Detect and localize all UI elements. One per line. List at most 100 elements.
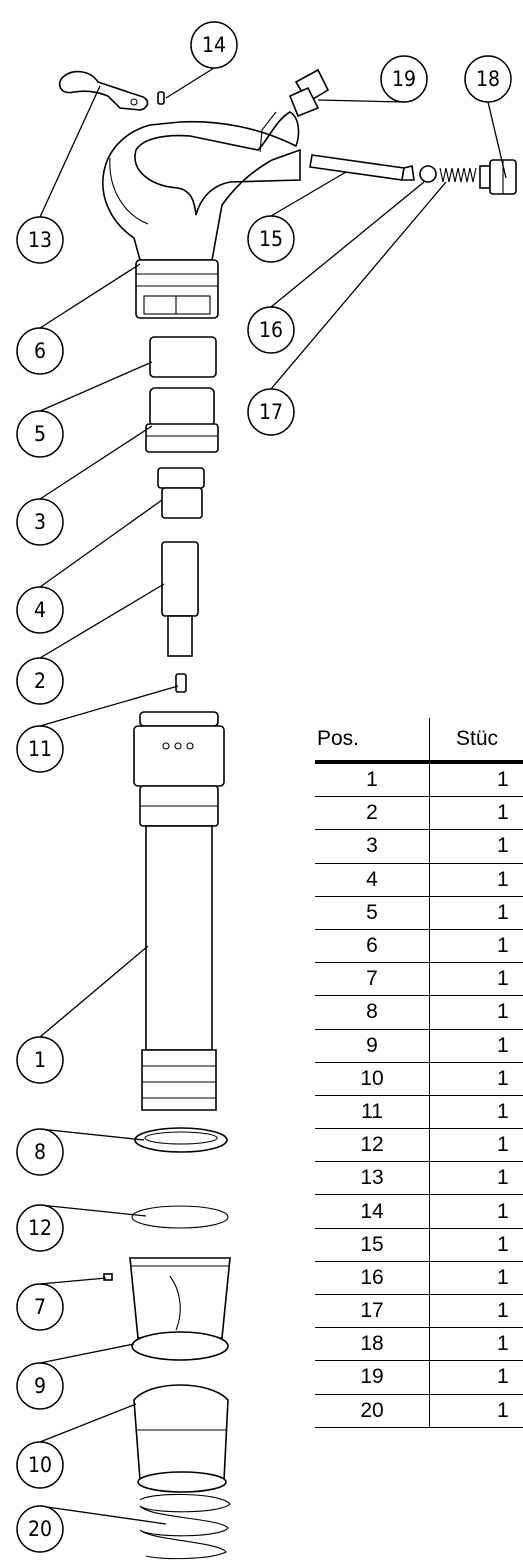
callout-circle <box>16 216 64 264</box>
callout-label: 1 <box>34 1048 46 1072</box>
part-8-ring <box>134 1127 228 1153</box>
callout-20: 20 <box>16 1505 64 1553</box>
callout-label: 20 <box>28 1517 52 1541</box>
cell-quantity: 1 <box>497 1000 509 1024</box>
part-2-piston <box>161 541 199 657</box>
part-6-handle <box>102 111 301 319</box>
callout-18: 18 <box>464 55 512 103</box>
callout-9: 9 <box>16 1362 64 1410</box>
callout-label: 5 <box>34 422 46 446</box>
callout-label: 7 <box>34 1295 46 1319</box>
callout-label: 15 <box>259 227 283 251</box>
part-20-spring <box>139 1493 231 1560</box>
cell-pos: 7 <box>315 962 430 996</box>
cell-pos: 4 <box>315 863 430 897</box>
table-header-row: Pos. Stüc <box>315 718 523 762</box>
cell-quantity: 1 <box>497 867 509 891</box>
callout-label: 12 <box>28 1216 52 1240</box>
callout-17: 17 <box>247 388 295 436</box>
cell-pos: 3 <box>315 829 430 864</box>
part-10-sleeve <box>133 1384 229 1493</box>
cell-quantity: 1 <box>497 1133 509 1157</box>
callout-14: 14 <box>190 21 238 69</box>
table-row: 14 1 <box>315 1194 523 1229</box>
callout-circle <box>464 55 512 103</box>
callout-circle <box>16 1128 64 1176</box>
callout-1: 1 <box>16 1036 64 1084</box>
cell-pos: 14 <box>315 1194 430 1229</box>
table-row: 12 1 <box>315 1128 523 1162</box>
cell-pos: 1 <box>315 762 430 797</box>
cell-quantity: 1 <box>497 934 509 958</box>
callout-19: 19 <box>380 55 428 103</box>
cell-quantity: 1 <box>497 1299 509 1323</box>
callout-circle <box>16 327 64 375</box>
part-3-valve-body <box>145 387 219 453</box>
part-12-o-ring <box>131 1205 229 1229</box>
cell-quantity: 1 <box>497 1199 509 1223</box>
cell-pos: 9 <box>315 1029 430 1063</box>
callout-circle <box>16 1441 64 1489</box>
callout-12: 12 <box>16 1204 64 1252</box>
callout-label: 19 <box>392 67 416 91</box>
leader-lines <box>39 67 507 1525</box>
part-18-plug <box>479 159 517 195</box>
callout-circle <box>247 306 295 354</box>
part-15-valve-stem <box>309 154 415 181</box>
cell-pos: 16 <box>315 1261 430 1295</box>
callout-circle <box>16 1362 64 1410</box>
cell-quantity: 1 <box>497 1265 509 1289</box>
part-4-valve <box>157 467 205 519</box>
callout-2: 2 <box>16 657 64 705</box>
cell-pos: 2 <box>315 796 430 830</box>
cell-quantity: 1 <box>497 768 509 792</box>
callout-16: 16 <box>247 306 295 354</box>
callout-label: 14 <box>202 33 226 57</box>
callout-circle <box>16 1283 64 1331</box>
part-1-cylinder <box>133 711 225 1111</box>
callout-10: 10 <box>16 1441 64 1489</box>
callout-label: 13 <box>28 228 52 252</box>
table-row: 16 1 <box>315 1261 523 1295</box>
part-5-bushing <box>149 336 217 378</box>
part-11-pin <box>175 673 187 693</box>
callout-label: 11 <box>28 737 52 761</box>
cell-quantity: 1 <box>497 900 509 924</box>
cell-pos: 5 <box>315 896 430 930</box>
callout-4: 4 <box>16 586 64 634</box>
cell-quantity: 1 <box>497 1166 509 1190</box>
callout-circle <box>16 1505 64 1553</box>
callout-circle <box>247 215 295 263</box>
cell-quantity: 1 <box>497 967 509 991</box>
callout-13: 13 <box>16 216 64 264</box>
callout-label: 4 <box>34 598 46 622</box>
cell-pos: 20 <box>315 1394 430 1428</box>
callout-circle <box>16 498 64 546</box>
callout-circle <box>16 1036 64 1084</box>
cell-quantity: 1 <box>497 1033 509 1057</box>
table-row: 13 1 <box>315 1161 523 1195</box>
cell-quantity: 1 <box>497 1099 509 1123</box>
callout-label: 2 <box>34 669 46 693</box>
callout-3: 3 <box>16 498 64 546</box>
cell-pos: 13 <box>315 1161 430 1195</box>
cell-pos: 12 <box>315 1128 430 1162</box>
cell-pos: 6 <box>315 929 430 963</box>
part-7-pin <box>103 1273 113 1281</box>
callout-label: 10 <box>28 1453 52 1477</box>
callout-8: 8 <box>16 1128 64 1176</box>
